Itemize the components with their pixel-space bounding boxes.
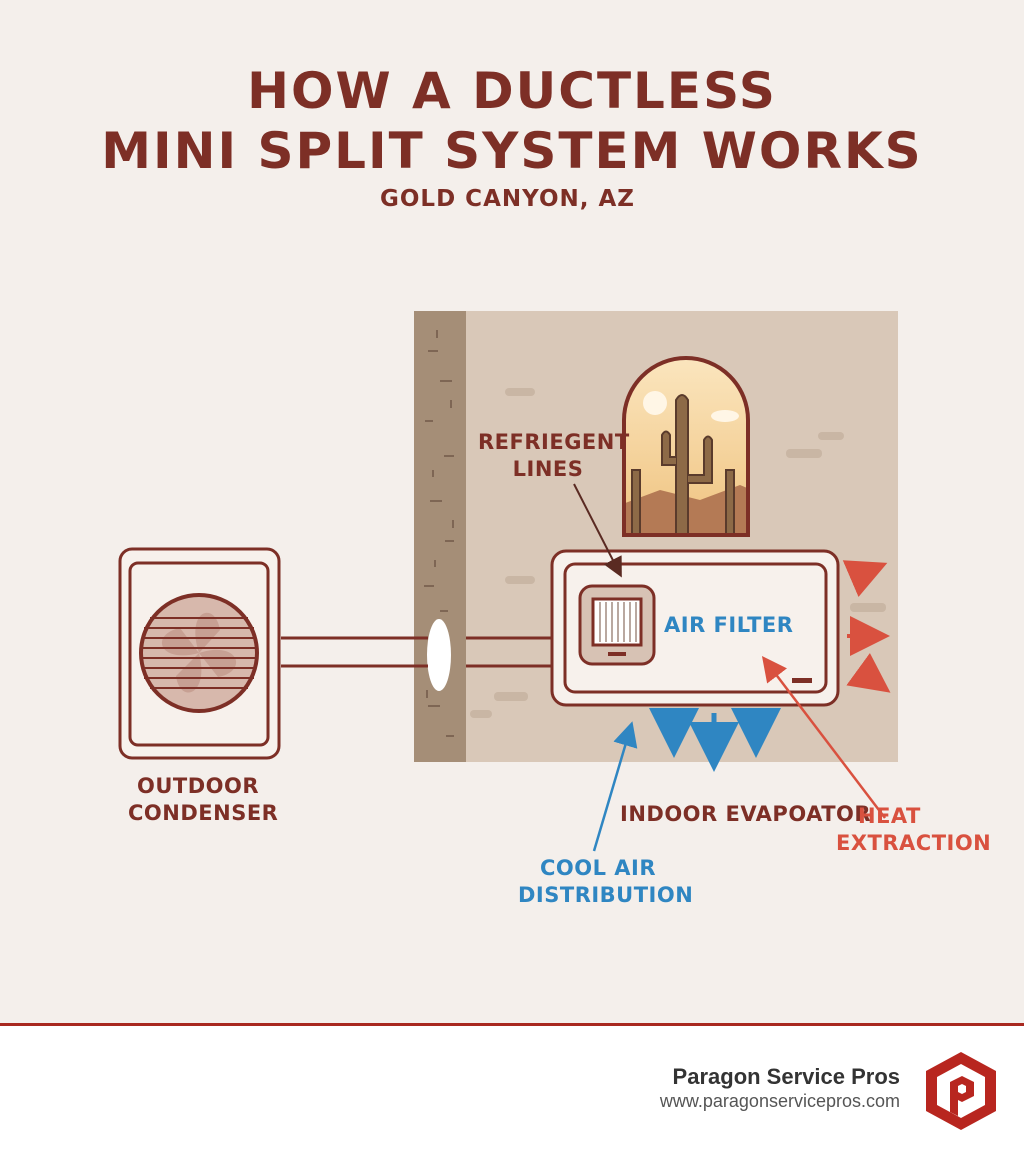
footer-divider <box>0 1023 1024 1026</box>
refrigerant-pipes <box>281 636 552 668</box>
paragon-logo-icon <box>926 1052 996 1130</box>
filter-pleats <box>599 602 637 642</box>
title-line-1: HOW A DUCTLESS <box>247 62 777 120</box>
cool-air-callout-line <box>592 721 638 852</box>
refrigerant-callout-line <box>573 483 622 578</box>
footer <box>0 1026 1024 1154</box>
indoor-evaporator-label: INDOOR EVAPOATOR <box>620 802 872 826</box>
location-subtitle: GOLD CANYON, AZ <box>380 186 635 212</box>
heat-callout-line <box>761 656 886 819</box>
heat-extraction-label: HEAT EXTRACTION <box>836 804 992 855</box>
heat-arrows <box>842 560 891 693</box>
fan-grille <box>141 617 257 689</box>
title-line-2: MINI SPLIT SYSTEM WORKS <box>101 122 923 180</box>
air-filter-label: AIR FILTER <box>664 613 794 637</box>
brand-url[interactable]: www.paragonservicepros.com <box>659 1091 900 1111</box>
outdoor-condenser-unit <box>118 547 281 760</box>
cool-air-arrows <box>649 708 781 772</box>
wall-penetration <box>427 619 451 691</box>
wall-bricks <box>470 388 886 718</box>
wall-section <box>414 311 466 762</box>
mini-split-illustration <box>118 311 898 852</box>
outdoor-condenser-label: OUTDOOR CONDENSER <box>128 774 279 825</box>
desert-window <box>622 356 750 537</box>
brand-name: Paragon Service Pros <box>672 1064 900 1089</box>
cool-air-distribution-label: COOL AIR DISTRIBUTION <box>518 856 694 907</box>
wall-texture <box>424 330 454 737</box>
refrigerant-lines-label: REFRIEGENT LINES <box>478 430 630 481</box>
